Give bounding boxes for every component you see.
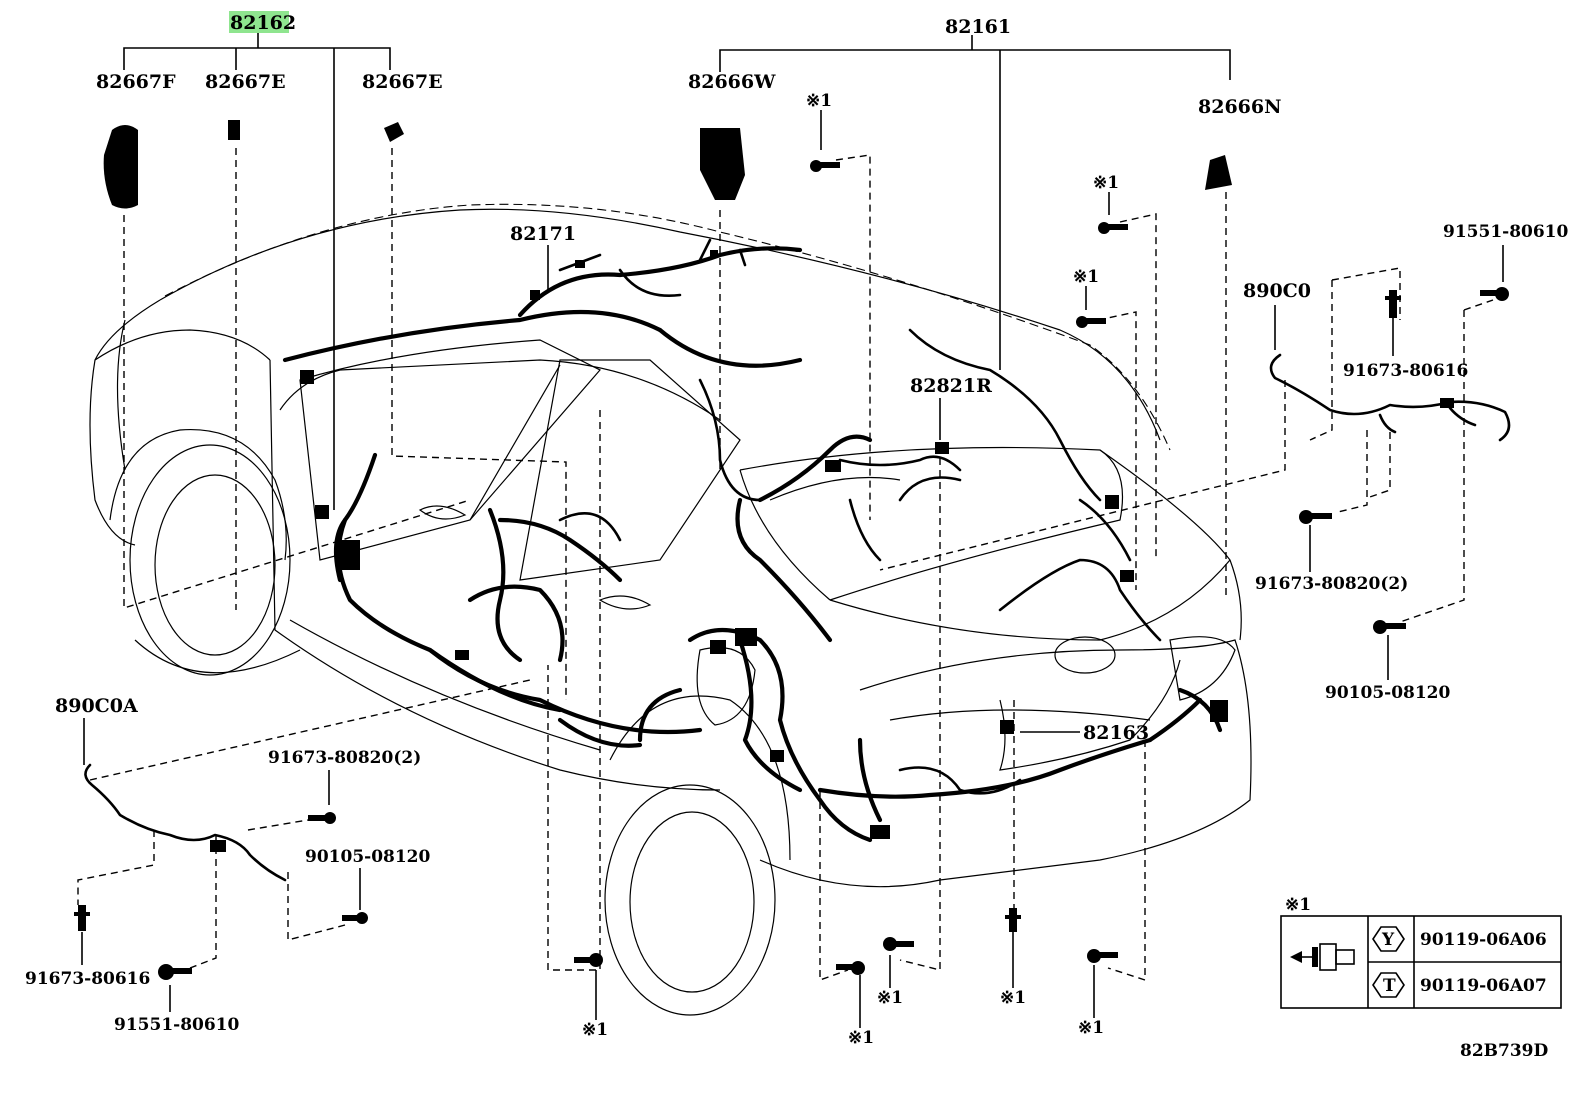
legend-part-1: 90119-06A06 [1420, 930, 1547, 950]
label-highlight [229, 11, 289, 33]
bolt-icon [342, 912, 368, 924]
label-890C0A: 890C0A [55, 695, 138, 717]
fastener-legend: ※1 Y T 90119-06A06 90119-06A07 [1280, 895, 1562, 1009]
bolt-icon [1373, 620, 1406, 634]
label-82666N: 82666N [1198, 96, 1281, 118]
label-82163: 82163 [1083, 722, 1149, 744]
diagram-code: 82B739D [1460, 1041, 1549, 1061]
instrument-harness-82161 [467, 328, 1162, 843]
bolt-icon [1087, 949, 1118, 963]
label-91673-80616-left: 91673-80616 [25, 969, 150, 989]
bolt-icon [1076, 316, 1106, 328]
bolt-icon [574, 953, 603, 967]
bolt-icon [883, 937, 914, 951]
part-82666N [1205, 155, 1232, 190]
label-82667F: 82667F [96, 71, 176, 93]
part-82666W [700, 128, 745, 200]
bolt-icon [810, 160, 840, 172]
note-mark: ※1 [1078, 1018, 1104, 1038]
fasteners [74, 160, 1509, 980]
legend-mark: ※1 [1285, 895, 1311, 915]
part-82667F [103, 125, 138, 209]
floor-harness-82162 [315, 452, 703, 748]
label-90105-08120-right: 90105-08120 [1325, 683, 1451, 703]
label-82161: 82161 [945, 16, 1011, 38]
label-91673-80820-right: 91673-80820(2) [1255, 574, 1408, 594]
note-mark: ※1 [848, 1028, 874, 1048]
roof-harness [282, 238, 803, 384]
label-82171: 82171 [510, 223, 576, 245]
svg-text:T: T [1383, 976, 1396, 996]
label-82821R: 82821R [910, 375, 992, 397]
note-mark: ※1 [1073, 267, 1099, 287]
harness-890C0A [84, 763, 287, 882]
dashed-leaders [77, 148, 1494, 981]
car-body-outline [89, 203, 1252, 1016]
bolt-icon [1098, 222, 1128, 234]
leader-lines [81, 33, 1504, 1028]
note-mark: ※1 [806, 91, 832, 111]
label-890C0: 890C0 [1243, 280, 1311, 302]
svg-text:Y: Y [1381, 930, 1395, 950]
note-mark: ※1 [582, 1020, 608, 1040]
note-mark: ※1 [1093, 173, 1119, 193]
bolt-arrow-icon [1290, 943, 1355, 971]
bolt-icon [158, 964, 192, 980]
label-82666W: 82666W [688, 71, 776, 93]
bolt-icon [1480, 287, 1509, 301]
bolt-icon [1005, 908, 1021, 932]
bolt-icon [1299, 510, 1332, 524]
hexagon-y-icon: Y [1372, 926, 1405, 952]
part-82667E-left [228, 120, 240, 140]
label-91673-80616-right: 91673-80616 [1343, 361, 1468, 381]
engine-room-harness-82163 [817, 687, 1228, 839]
part-82821R [935, 442, 949, 454]
hexagon-t-icon: T [1372, 972, 1405, 998]
label-91551-80610-left: 91551-80610 [114, 1015, 240, 1035]
label-82162: 82162 [230, 12, 296, 34]
note-mark: ※1 [877, 988, 903, 1008]
bolt-icon [74, 905, 90, 931]
label-82667E-right: 82667E [362, 71, 443, 93]
bolt-icon [1385, 290, 1401, 318]
label-82667E-left: 82667E [205, 71, 286, 93]
label-90105-08120-left: 90105-08120 [305, 847, 431, 867]
legend-part-2: 90119-06A07 [1420, 976, 1547, 996]
note-mark: ※1 [1000, 988, 1026, 1008]
label-91551-80610-right: 91551-80610 [1443, 222, 1569, 242]
label-91673-80820-left: 91673-80820(2) [268, 748, 421, 768]
part-82667E-right [384, 122, 404, 142]
bolt-icon [836, 961, 865, 975]
harness-890C0 [1269, 353, 1511, 442]
bolt-icon [308, 812, 336, 824]
